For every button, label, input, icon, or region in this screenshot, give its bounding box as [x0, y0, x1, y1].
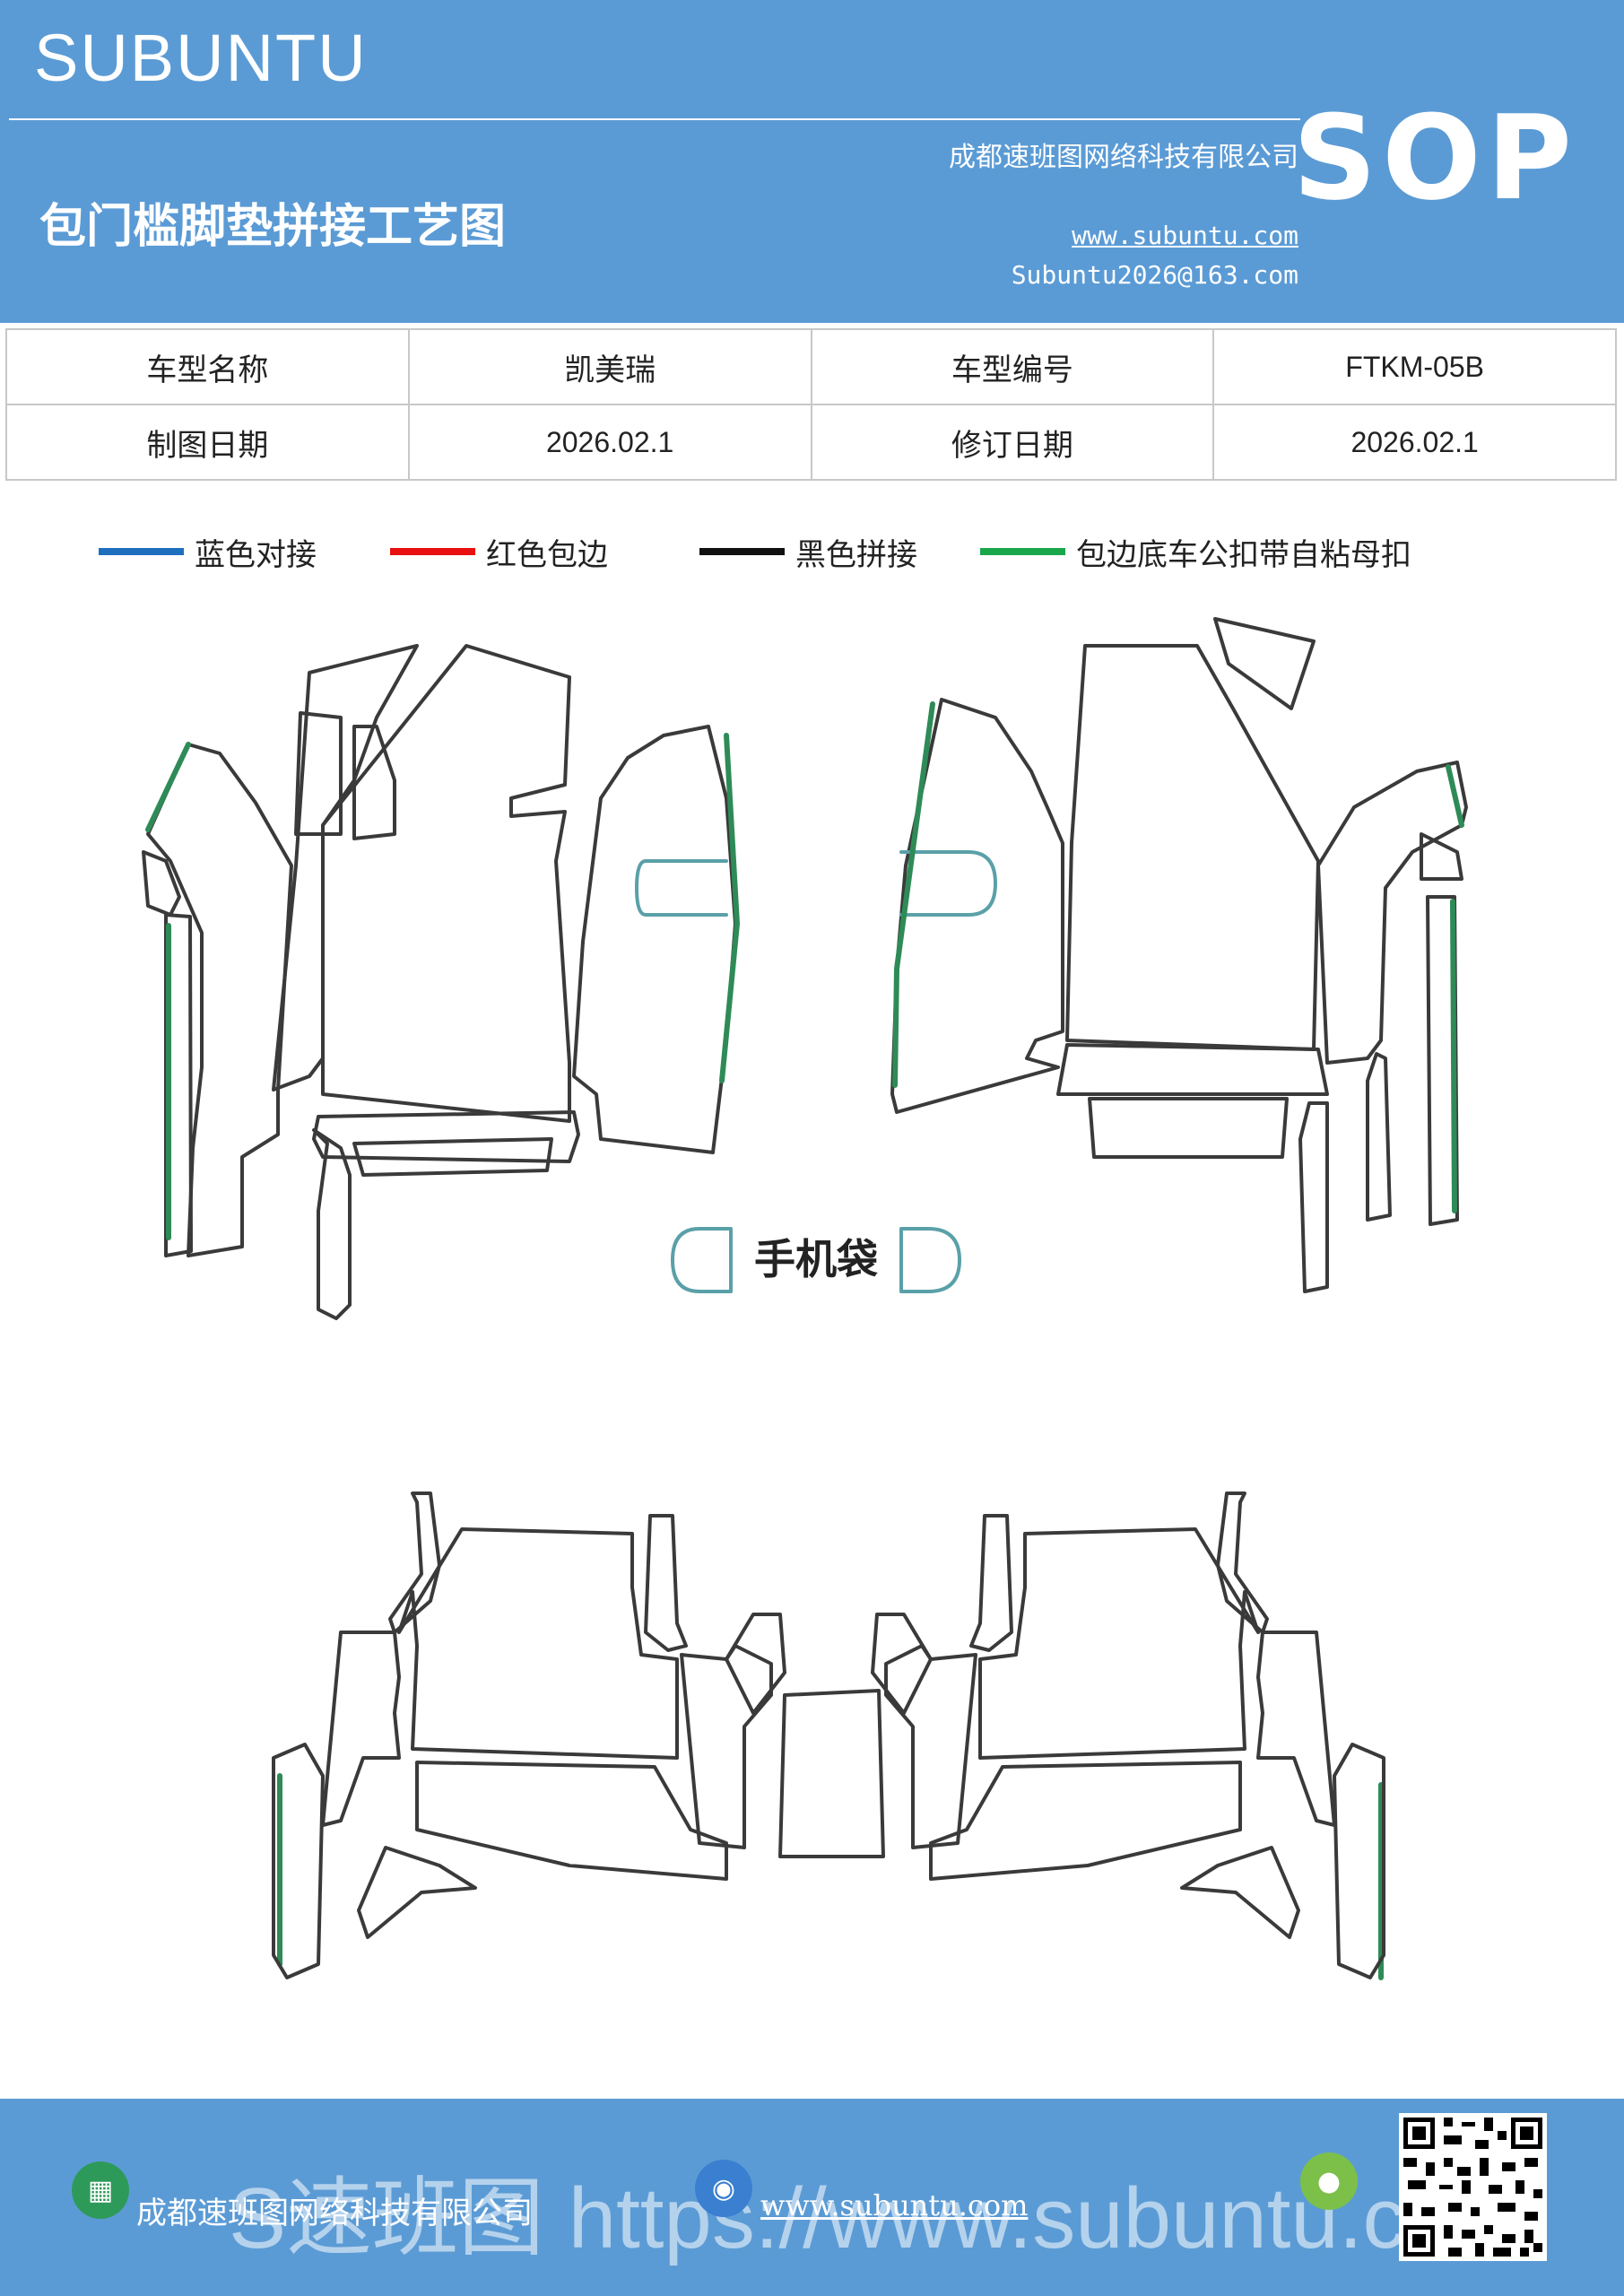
green-edges	[145, 701, 1464, 1980]
mat-piece	[272, 1743, 325, 1979]
document-title: 包门槛脚垫拼接工艺图	[39, 200, 507, 254]
footer-banner: S速班图 https://www.subuntu.com ▦ 成都速班图网络科技…	[0, 2099, 1624, 2296]
mat-piece	[1065, 644, 1320, 1051]
mat-piece	[352, 725, 396, 840]
model-code-value: FTKM-05B	[1212, 328, 1617, 405]
phone-pocket-label: 手机袋	[754, 1235, 878, 1283]
header-banner: SUBUNTU 包门槛脚垫拼接工艺图 成都速班图网络科技有限公司 www.sub…	[0, 0, 1624, 323]
legend-item-blue: 蓝色对接	[99, 525, 317, 578]
mat-piece	[1420, 832, 1463, 881]
green-edge	[719, 733, 740, 1083]
floor-mat-diagram: 手机袋	[142, 617, 1468, 1980]
legend-swatch	[390, 548, 475, 555]
mat-piece	[680, 1644, 773, 1849]
green-edge	[1446, 764, 1464, 828]
front-row-mats	[142, 617, 1468, 1320]
color-legend: 蓝色对接 红色包边 黑色拼接 包边底车公扣带自粘母扣	[0, 525, 1624, 578]
website-link[interactable]: www.subuntu.com	[1072, 221, 1298, 250]
mat-piece	[725, 1613, 786, 1715]
table-row: 车型名称 凯美瑞 车型编号 FTKM-05B	[5, 328, 1617, 405]
mat-piece	[312, 1128, 352, 1320]
legend-swatch	[99, 548, 184, 555]
mat-piece	[294, 711, 343, 836]
legend-item-red: 红色包边	[390, 525, 608, 578]
model-code-label: 车型编号	[810, 328, 1215, 405]
mat-piece	[1333, 1743, 1385, 1979]
mat-piece	[321, 644, 571, 1123]
legend-item-green: 包边底车公扣带自粘母扣	[980, 525, 1411, 578]
rear-row-mats	[272, 1492, 1385, 1979]
mat-piece	[1298, 1101, 1329, 1293]
green-edge	[1450, 899, 1457, 1213]
legend-swatch	[699, 548, 785, 555]
mat-piece	[929, 1761, 1242, 1881]
brand-logo: SUBUNTU	[34, 21, 368, 95]
sop-badge: SOP	[1292, 90, 1577, 226]
green-edge	[145, 742, 191, 832]
model-name-value: 凯美瑞	[407, 328, 812, 405]
mat-piece	[272, 644, 419, 1091]
mat-piece	[871, 1613, 933, 1715]
legend-item-black: 黑色拼接	[699, 525, 917, 578]
phone-pocket-outline	[635, 859, 728, 917]
legend-label: 包边底车公扣带自粘母扣	[1076, 536, 1411, 573]
globe-icon: ◉	[695, 2160, 752, 2217]
mat-piece	[1256, 1631, 1336, 1827]
building-icon: ▦	[72, 2161, 129, 2219]
footer-company: 成都速班图网络科技有限公司	[136, 2196, 533, 2231]
revise-date-label: 修订日期	[810, 404, 1215, 481]
mat-piece	[778, 1689, 885, 1858]
mat-piece	[397, 1527, 679, 1760]
legend-label: 黑色拼接	[795, 536, 917, 573]
mat-piece	[1213, 617, 1316, 710]
legend-swatch	[980, 548, 1065, 555]
mat-piece	[146, 743, 293, 1257]
mat-piece	[1056, 1043, 1329, 1096]
legend-label: 蓝色对接	[195, 536, 317, 573]
mat-piece	[1426, 895, 1459, 1226]
mat-piece	[1366, 1052, 1392, 1222]
draw-date-value: 2026.02.1	[407, 404, 812, 481]
phone-pocket-outline	[899, 1227, 961, 1293]
qr-code	[1399, 2113, 1547, 2261]
mat-piece	[969, 1514, 1013, 1652]
mat-piece	[1088, 1097, 1289, 1159]
mat-piece	[321, 1631, 401, 1827]
revise-date-value: 2026.02.1	[1212, 404, 1617, 481]
legend-label: 红色包边	[486, 536, 608, 573]
table-row: 制图日期 2026.02.1 修订日期 2026.02.1	[5, 404, 1617, 481]
mat-piece	[142, 850, 181, 917]
mat-piece	[572, 725, 737, 1154]
mat-piece	[357, 1846, 477, 1939]
green-edge	[892, 701, 935, 1088]
mat-piece	[978, 1527, 1260, 1760]
header-divider	[9, 118, 1300, 120]
footer-website-link[interactable]: www.subuntu.com	[760, 2188, 1029, 2222]
mat-piece	[352, 1137, 553, 1177]
phone-pocket-outline	[671, 1227, 733, 1293]
mat-piece	[884, 1644, 977, 1849]
wechat-icon: ●	[1300, 2152, 1358, 2210]
draw-date-label: 制图日期	[5, 404, 410, 481]
email-address[interactable]: Subuntu2026@163.com	[1011, 260, 1298, 290]
mat-piece	[1316, 761, 1468, 1065]
model-name-label: 车型名称	[5, 328, 410, 405]
phone-pocket-outline	[899, 850, 997, 917]
mat-piece	[890, 698, 1064, 1114]
vehicle-info-table: 车型名称 凯美瑞 车型编号 FTKM-05B 制图日期 2026.02.1 修订…	[5, 328, 1617, 481]
company-name: 成都速班图网络科技有限公司	[949, 142, 1298, 173]
mat-piece	[644, 1514, 688, 1652]
mat-piece	[312, 1110, 580, 1163]
mat-piece	[415, 1761, 728, 1881]
mat-piece	[1180, 1846, 1300, 1939]
